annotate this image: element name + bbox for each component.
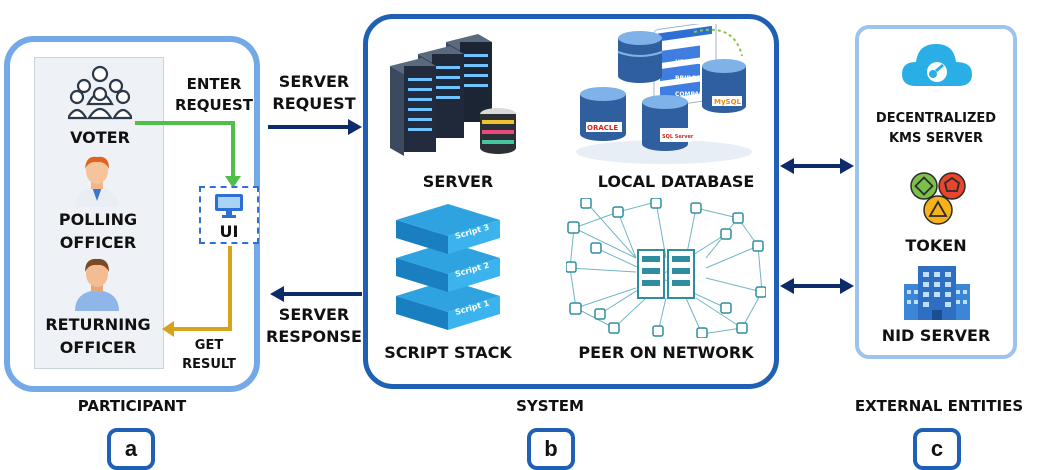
- system-caption: SYSTEM: [516, 397, 584, 415]
- server-request-label-line2: REQUEST: [272, 94, 356, 113]
- db-cylinder-right-icon: [702, 59, 746, 113]
- participant-caption: PARTICIPANT: [77, 397, 187, 415]
- nid-server-building-icon: [904, 266, 970, 320]
- database-cluster-icon: UPDATE BRIDGE COMPARE MySQL ORACLE SQL S…: [576, 24, 752, 164]
- nid-server-label: NID SERVER: [881, 326, 991, 345]
- token-icon: [910, 172, 966, 225]
- token-label: TOKEN: [905, 236, 967, 255]
- db-cylinder-top-icon: [617, 31, 663, 83]
- tag-a: a: [107, 428, 155, 470]
- db-menu-update: UPDATE: [675, 59, 702, 66]
- script-stack-label: SCRIPT STACK: [384, 343, 512, 362]
- enter-request-label-line1: ENTER: [186, 75, 242, 93]
- mysql-logo-text: MySQL: [714, 98, 742, 106]
- polling-officer-avatar-icon: [76, 156, 118, 207]
- db-menu-bridge: BRIDGE: [675, 75, 700, 82]
- system-external-arrows: [780, 158, 854, 294]
- get-result-label-line1: GET: [194, 338, 224, 353]
- participant-flow-arrows: [135, 121, 241, 337]
- returning-officer-label-line2: OFFICER: [59, 338, 137, 357]
- kms-label-line1: DECENTRALIZED: [875, 111, 997, 126]
- peer-network-icon: [566, 198, 766, 338]
- request-response-arrows: [268, 119, 362, 302]
- external-entities-caption: EXTERNAL ENTITIES: [854, 397, 1024, 415]
- voter-label: VOTER: [70, 128, 130, 147]
- cloud-key-icon: [902, 44, 972, 86]
- get-result-label-line2: RESULT: [182, 357, 236, 372]
- enter-request-label-line2: REQUEST: [174, 96, 253, 114]
- script-stack-icon: Script 3 Script 2 Script 1: [396, 204, 500, 330]
- ui-label: UI: [219, 222, 239, 241]
- server-response-label-line2: RESPONSE: [266, 327, 362, 346]
- tag-c: c: [913, 428, 961, 470]
- server-rack-icon: [390, 34, 516, 156]
- polling-officer-label-line2: OFFICER: [59, 233, 137, 252]
- tag-b: b: [527, 428, 575, 470]
- server-response-label-line1: SERVER: [278, 305, 350, 324]
- server-label: SERVER: [422, 172, 494, 191]
- peer-on-network-label: PEER ON NETWORK: [578, 343, 754, 362]
- oracle-logo-text: ORACLE: [587, 124, 618, 132]
- polling-officer-label-line1: POLLING: [58, 210, 138, 229]
- local-database-label: LOCAL DATABASE: [597, 172, 755, 191]
- db-menu-compare: COMPARE: [675, 91, 708, 98]
- kms-label-line2: KMS SERVER: [888, 131, 984, 146]
- sqlserver-logo-text: SQL Server: [662, 134, 694, 140]
- db-cylinder-left-icon: [580, 87, 626, 141]
- returning-officer-avatar-icon: [75, 258, 119, 311]
- voter-group-icon: [68, 65, 132, 120]
- db-cylinder-center-icon: [642, 95, 692, 151]
- monitor-icon: [215, 194, 243, 218]
- returning-officer-label-line1: RETURNING: [45, 315, 151, 334]
- server-request-label-line1: SERVER: [278, 72, 350, 91]
